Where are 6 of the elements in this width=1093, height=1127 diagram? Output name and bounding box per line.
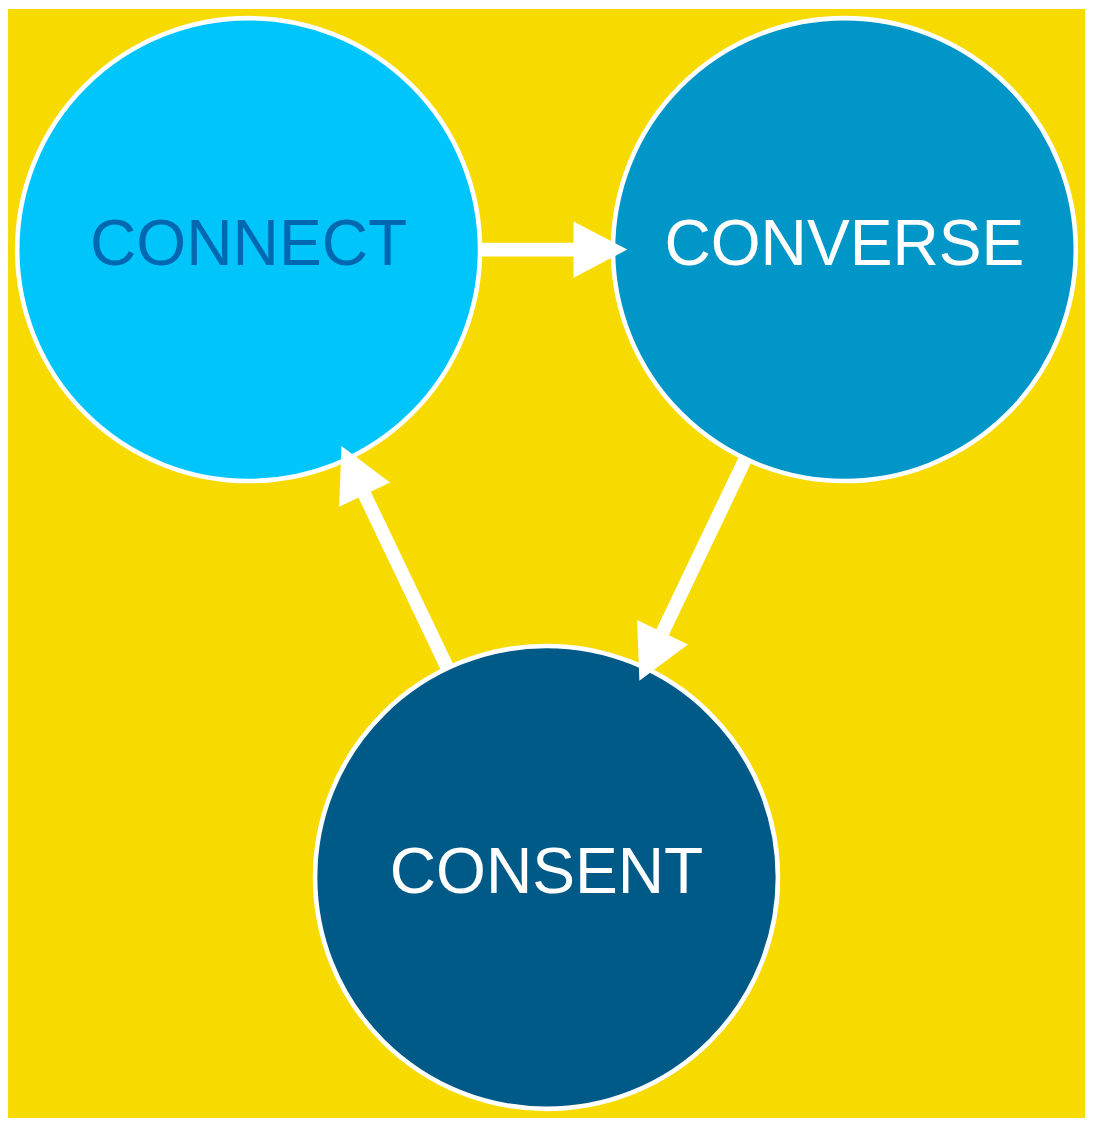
node-circle: CONSENT [312, 643, 781, 1112]
arrow [637, 456, 752, 681]
node-circle: CONVERSE [610, 15, 1079, 484]
node-circle: CONNECT [14, 15, 483, 484]
arrow [480, 221, 628, 278]
arrow [339, 446, 454, 671]
